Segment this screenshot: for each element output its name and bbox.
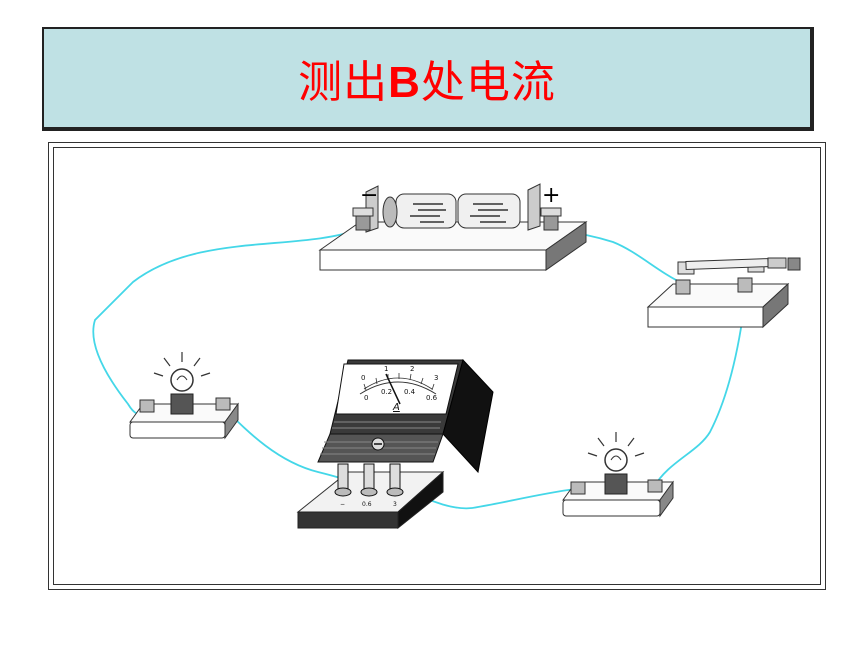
battery-terminal-positive <box>540 207 562 231</box>
scale-bottom-3: 0.6 <box>426 394 438 402</box>
scale-bottom-0: 0 <box>364 394 368 402</box>
ammeter-dial <box>335 363 459 415</box>
ammeter-terminal-negative <box>334 463 352 497</box>
page-title: 测出B处电流 <box>298 46 556 110</box>
title-bold-letter: B <box>388 58 421 107</box>
right-light-bulb <box>562 432 674 518</box>
scale-top-0: 0 <box>361 374 365 382</box>
battery-terminal-negative <box>352 207 374 231</box>
title-suffix: 处电流 <box>420 57 556 108</box>
battery-holder: − + <box>318 183 588 271</box>
left-light-bulb <box>129 352 239 440</box>
terminal-label-negative: − <box>340 501 345 508</box>
terminal-label-3: 3 <box>393 501 397 508</box>
battery-cell-left <box>395 193 457 229</box>
scale-top-1: 1 <box>384 365 388 373</box>
circuit-diagram: − + <box>92 183 801 530</box>
scale-bottom-2: 0.4 <box>404 388 416 396</box>
title-prefix: 测出 <box>298 57 389 108</box>
title-banner: 测出B处电流 <box>42 27 814 131</box>
scale-top-3: 3 <box>434 374 438 382</box>
diagram-frame-inner <box>53 147 821 585</box>
ammeter-terminal-3 <box>386 463 404 497</box>
ammeter-needle <box>385 373 401 405</box>
wire-right-bulb-to-switch <box>653 307 745 488</box>
battery-positive-sign: + <box>542 183 560 208</box>
ammeter-unit-label: A <box>392 402 400 413</box>
knife-switch <box>646 257 801 329</box>
ammeter-terminal-0-6 <box>360 463 378 497</box>
battery-negative-sign: − <box>360 183 378 208</box>
battery-cell-right <box>457 193 521 229</box>
left-bulb-glow <box>153 352 211 377</box>
ammeter: 0 1 2 3 0 0.2 0.4 0.6 A − 0.6 3 <box>296 359 494 530</box>
wire-battery-neg-to-left-bulb <box>92 228 361 415</box>
diagram-frame <box>48 142 826 590</box>
right-bulb-glow <box>587 432 645 457</box>
scale-top-2: 2 <box>410 365 414 373</box>
terminal-label-0-6: 0.6 <box>362 501 372 508</box>
scale-bottom-1: 0.2 <box>381 388 392 396</box>
